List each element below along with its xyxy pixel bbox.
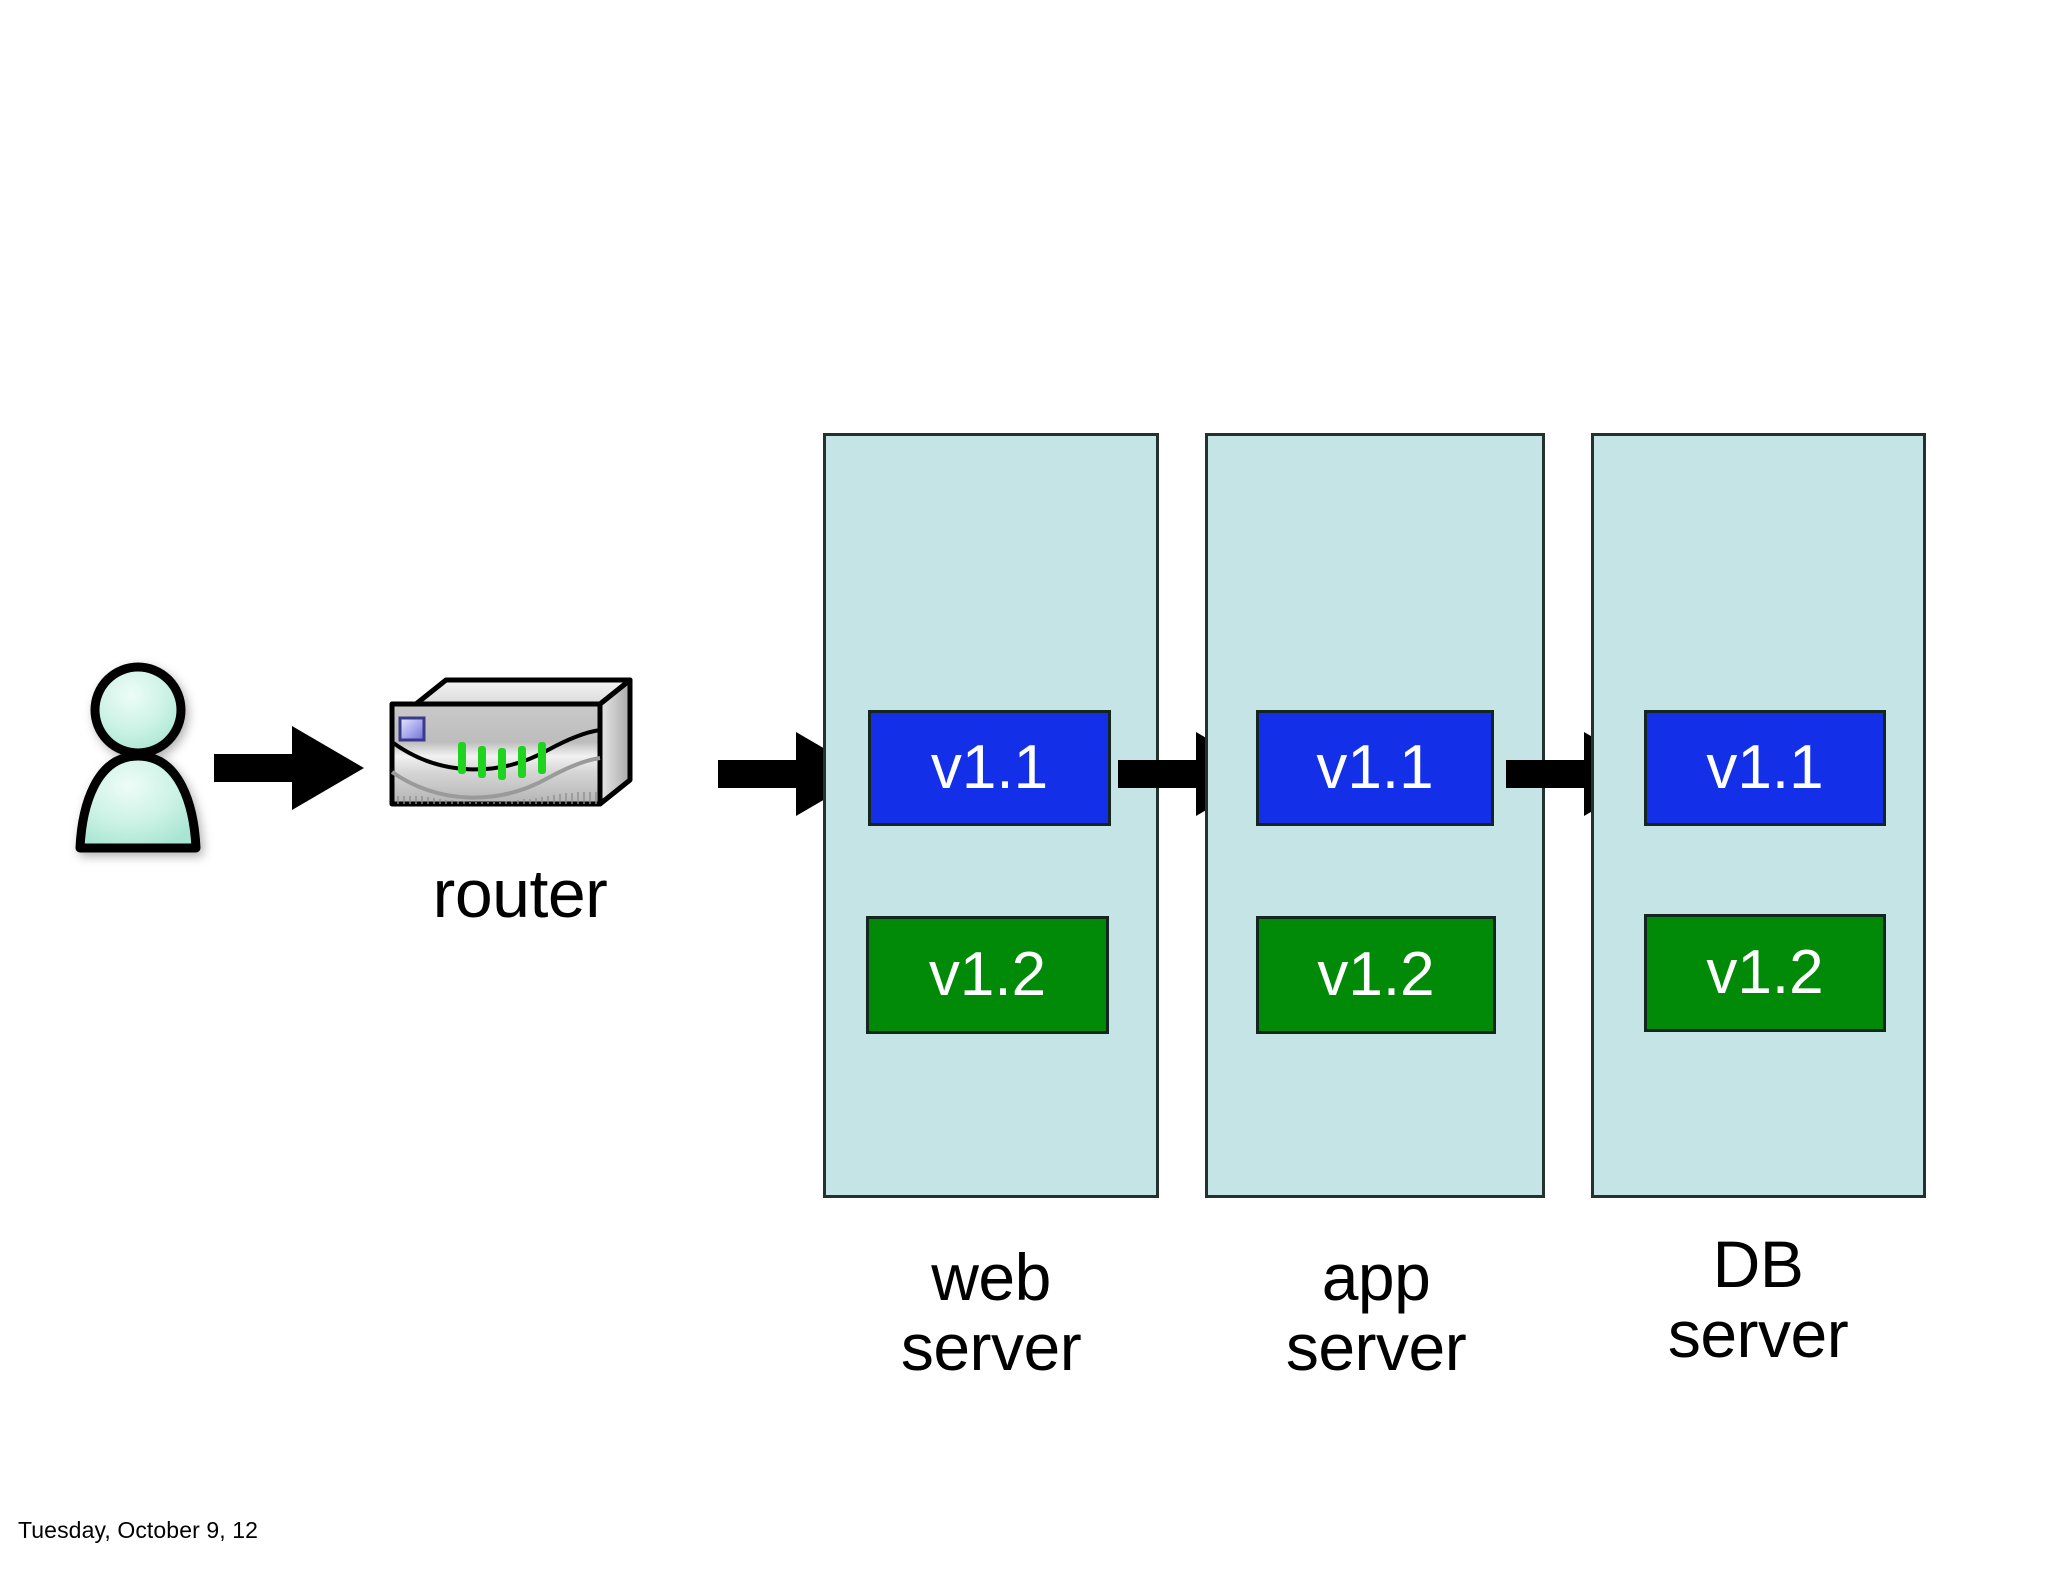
router-label: router bbox=[432, 856, 608, 932]
version-box-app-v1-1[interactable]: v1.1 bbox=[1256, 710, 1494, 826]
version-box-web-v1-1[interactable]: v1.1 bbox=[868, 710, 1111, 826]
caption-app-line2: server bbox=[1285, 1309, 1467, 1384]
version-box-web-v1-2[interactable]: v1.2 bbox=[866, 916, 1109, 1034]
router-icon bbox=[378, 668, 648, 828]
version-box-db-v1-1[interactable]: v1.1 bbox=[1644, 710, 1886, 826]
caption-db-line2: server bbox=[1667, 1296, 1849, 1371]
caption-db-server: DB server bbox=[1570, 1227, 1946, 1371]
version-box-db-v1-2[interactable]: v1.2 bbox=[1644, 914, 1886, 1032]
caption-db-line1: DB bbox=[1712, 1227, 1804, 1301]
arrow-user-to-router bbox=[214, 720, 364, 816]
person-icon bbox=[58, 648, 218, 868]
caption-app-server: app server bbox=[1188, 1240, 1564, 1384]
caption-web-line2: server bbox=[900, 1309, 1082, 1384]
version-box-app-v1-2[interactable]: v1.2 bbox=[1256, 916, 1496, 1034]
caption-web-line1: web bbox=[931, 1240, 1051, 1314]
caption-web-server: web server bbox=[803, 1240, 1179, 1384]
slide-footer-date: Tuesday, October 9, 12 bbox=[18, 1517, 258, 1543]
caption-app-line1: app bbox=[1321, 1240, 1431, 1314]
